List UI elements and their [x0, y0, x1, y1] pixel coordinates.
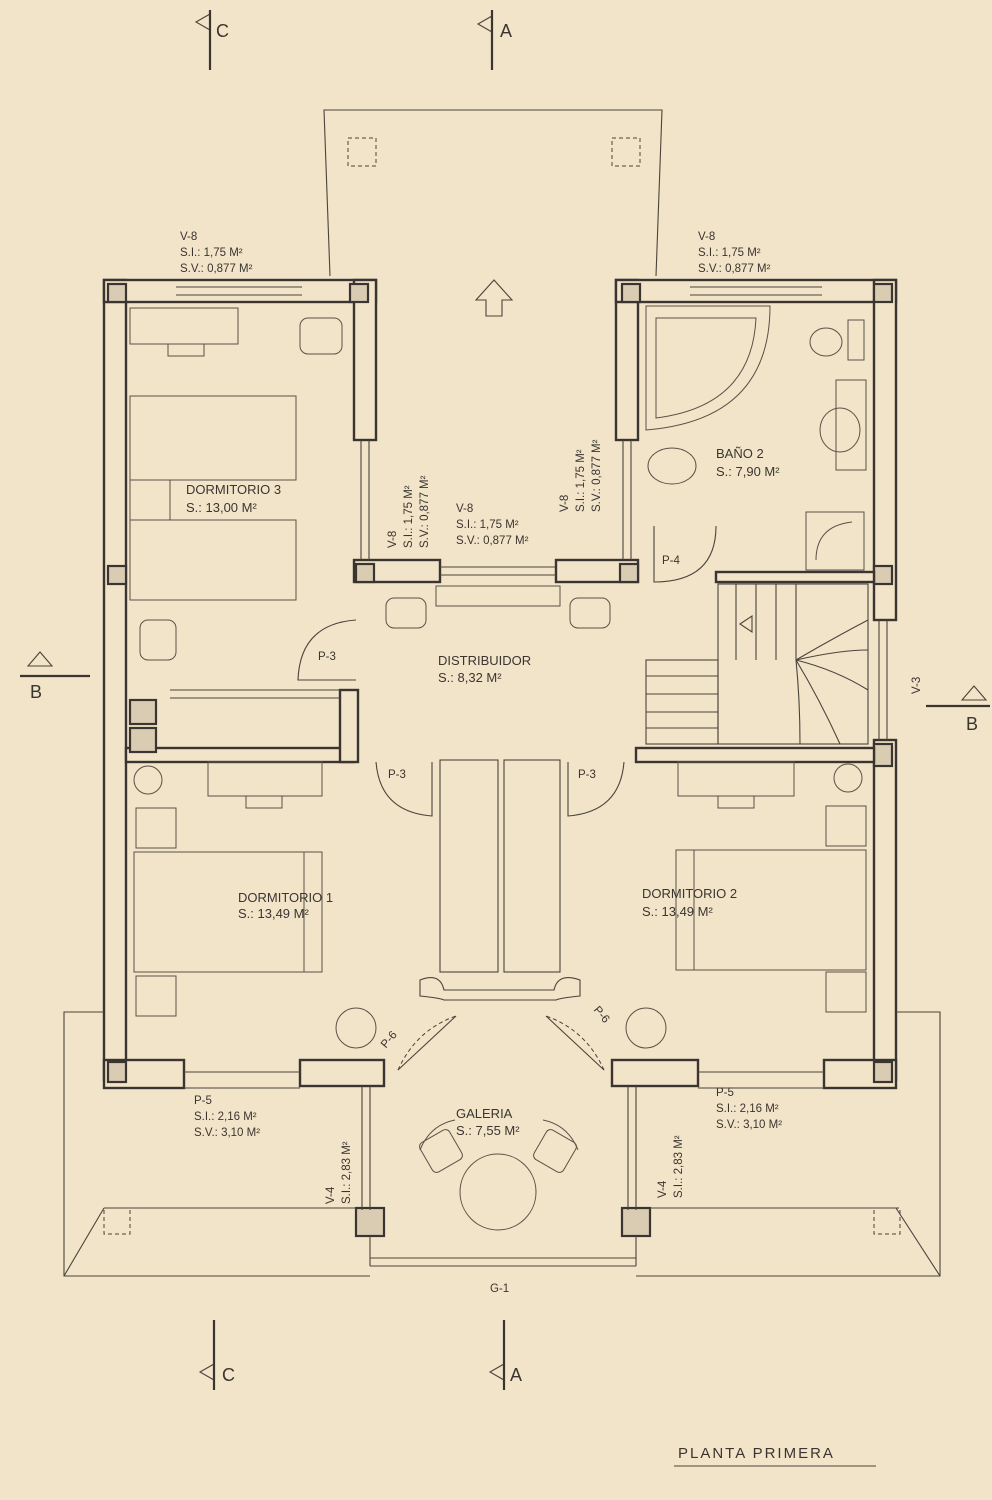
drawing-title-block: PLANTA PRIMERA [674, 1445, 876, 1467]
door-label-p4: P-4 [662, 555, 681, 567]
walls [102, 278, 898, 1238]
round-table-icon [459, 1153, 537, 1231]
shower-icon [805, 511, 865, 571]
section-marker-a-top: A [476, 10, 512, 70]
bano-2-fixtures [645, 305, 867, 571]
window-label-p5-left: P-5 S.I.: 2,16 M² S.V.: 3,10 M² [194, 1095, 260, 1139]
door-label-p3-dorm2: P-3 [578, 769, 596, 781]
door-code: P-5 [194, 1095, 212, 1107]
drawing-title: PLANTA PRIMERA [678, 1445, 835, 1462]
galeria-furniture [419, 1119, 579, 1231]
window-code: V-8 [387, 531, 399, 548]
sink-icon [819, 407, 861, 453]
window-code: V-8 [180, 231, 197, 243]
room-area: S.: 7,90 M² [716, 464, 780, 479]
section-marker-b-right: B [926, 685, 990, 734]
door-sv: S.V.: 3,10 M² [716, 1119, 782, 1131]
section-marker-b-left: B [20, 651, 90, 702]
distribuidor-furniture [385, 585, 611, 629]
bed-icon [129, 395, 297, 481]
room-name: GALERIA [456, 1106, 513, 1121]
door-label-p6-left: P-6 [379, 1029, 400, 1050]
section-label-c-bottom: C [222, 1365, 235, 1385]
lower-terraces [63, 1011, 941, 1277]
window-sv: S.V.: 0,877 M² [419, 475, 431, 548]
door-si: S.I.: 2,16 M² [194, 1111, 257, 1123]
window-si: S.I.: 1,75 M² [456, 519, 519, 531]
window-si: S.I.: 1,75 M² [575, 449, 587, 512]
window-si: S.I.: 1,75 M² [698, 247, 761, 259]
room-area: S.: 13,49 M² [238, 906, 309, 921]
room-label-galeria: GALERIA S.: 7,55 M² [456, 1106, 520, 1138]
room-label-dormitorio-2: DORMITORIO 2 S.: 13,49 M² [642, 886, 737, 919]
section-label-b-left: B [30, 682, 42, 702]
stair-direction-icon [739, 614, 753, 634]
dormitorio-2-furniture [625, 761, 867, 1049]
window-code: V-4 [325, 1186, 337, 1204]
window-label-v8-right-vertical: V-8 S.I.: 1,75 M² S.V.: 0,877 M² [559, 439, 603, 512]
entry-arrow-icon [474, 279, 514, 317]
room-name: DORMITORIO 3 [186, 482, 281, 497]
room-name: DORMITORIO 2 [642, 886, 737, 901]
window-si: S.I.: 2,83 M² [673, 1135, 685, 1198]
window-lines [170, 286, 888, 1267]
door-label-p6-right: P-6 [591, 1004, 612, 1025]
section-label-b-right: B [966, 714, 978, 734]
room-label-dormitorio-1: DORMITORIO 1 S.: 13,49 M² [238, 890, 333, 921]
section-marker-c-bottom: C [198, 1320, 235, 1390]
dormitorio-3-furniture [128, 307, 343, 754]
door-sv: S.V.: 3,10 M² [194, 1127, 260, 1139]
room-label-bano-2: BAÑO 2 S.: 7,90 M² [716, 446, 780, 479]
window-code: V-4 [657, 1180, 669, 1198]
bathtub-icon [645, 305, 771, 431]
door-label-p3-dorm3: P-3 [318, 651, 336, 663]
window-label-p5-right: P-5 S.I.: 2,16 M² S.V.: 3,10 M² [716, 1087, 782, 1131]
door-si: S.I.: 2,16 M² [716, 1103, 779, 1115]
window-label-v8-left-vertical: V-8 S.I.: 1,75 M² S.V.: 0,877 M² [387, 475, 431, 548]
room-name: DORMITORIO 1 [238, 890, 333, 905]
window-label-g1: G-1 [490, 1283, 509, 1295]
window-si: S.I.: 2,83 M² [341, 1141, 353, 1204]
top-terrace [323, 109, 663, 317]
door-swings [184, 525, 824, 1089]
window-label-v4-right: V-4 S.I.: 2,83 M² [657, 1135, 685, 1198]
window-code: V-3 [911, 677, 923, 694]
window-si: S.I.: 1,75 M² [180, 247, 243, 259]
room-label-dormitorio-3: DORMITORIO 3 S.: 13,00 M² [186, 482, 281, 515]
window-code: V-8 [559, 495, 571, 512]
room-name: BAÑO 2 [716, 446, 764, 461]
section-marker-c-top: C [194, 10, 229, 70]
window-label-v4-left: V-4 S.I.: 2,83 M² [325, 1141, 353, 1204]
bed-icon [129, 519, 297, 601]
door-label-p3-dorm1: P-3 [388, 769, 406, 781]
window-label-v8-bano: V-8 S.I.: 1,75 M² S.V.: 0,877 M² [698, 231, 771, 275]
window-si: S.I.: 1,75 M² [403, 485, 415, 548]
room-name: DISTRIBUIDOR [438, 653, 531, 668]
window-code: V-8 [456, 503, 473, 515]
window-label-v8-dorm3: V-8 S.I.: 1,75 M² S.V.: 0,877 M² [180, 231, 253, 275]
window-sv: S.V.: 0,877 M² [456, 535, 529, 547]
room-area: S.: 13,00 M² [186, 500, 257, 515]
window-sv: S.V.: 0,877 M² [698, 263, 771, 275]
window-label-v8-center: V-8 S.I.: 1,75 M² S.V.: 0,877 M² [456, 503, 529, 547]
door-code: P-5 [716, 1087, 734, 1099]
window-label-v3: V-3 [911, 677, 923, 694]
central-wardrobes [419, 759, 581, 1001]
section-label-a-bottom: A [510, 1365, 522, 1385]
section-label-c-top: C [216, 21, 229, 41]
window-sv: S.V.: 0,877 M² [591, 439, 603, 512]
window-code: V-8 [698, 231, 715, 243]
room-area: S.: 13,49 M² [642, 904, 713, 919]
bidet-icon [647, 447, 697, 485]
section-label-a-top: A [500, 21, 512, 41]
section-marker-a-bottom: A [488, 1320, 522, 1390]
room-label-distribuidor: DISTRIBUIDOR S.: 8,32 M² [438, 653, 531, 685]
staircase [645, 583, 869, 745]
toilet-icon [809, 327, 843, 357]
dormitorio-1-furniture [133, 761, 377, 1049]
room-area: S.: 8,32 M² [438, 670, 502, 685]
room-area: S.: 7,55 M² [456, 1123, 520, 1138]
window-sv: S.V.: 0,877 M² [180, 263, 253, 275]
